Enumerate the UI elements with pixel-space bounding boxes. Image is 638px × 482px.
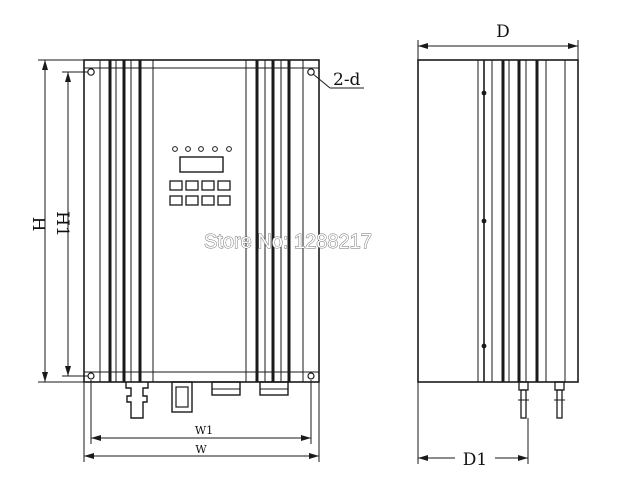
dimension-w1 <box>90 380 312 444</box>
indicator-leds <box>172 146 232 152</box>
dimension-h <box>38 59 84 383</box>
mount-hole-bottom-right <box>307 372 315 380</box>
label-height-inner: H1 <box>52 211 72 237</box>
store-watermark: Store No: 1288217 <box>204 231 372 253</box>
dimension-d1 <box>417 382 529 464</box>
side-heatsink-fins <box>491 60 566 382</box>
mount-hole-bottom-left <box>87 372 95 380</box>
mount-hole-top-left <box>87 68 95 76</box>
right-heatsink-fins <box>245 60 304 382</box>
dimension-h1 <box>62 71 88 377</box>
dimension-w <box>83 382 320 462</box>
side-view <box>417 40 579 464</box>
label-depth: D <box>496 22 510 42</box>
label-height: H <box>28 217 48 232</box>
lcd-display <box>179 156 224 173</box>
left-heatsink-fins <box>99 60 154 382</box>
dimension-d <box>417 40 579 60</box>
label-hole-note: 2-d <box>333 70 361 90</box>
label-width-inner: W1 <box>195 424 213 437</box>
hole-note-leader <box>312 73 364 89</box>
side-screw-bottom <box>481 343 487 349</box>
front-view <box>38 59 364 462</box>
keypad <box>169 180 231 206</box>
side-body-outline <box>417 59 579 383</box>
bottom-connectors <box>125 381 289 419</box>
label-depth-inner: D1 <box>463 450 487 470</box>
side-screw-middle <box>481 218 487 224</box>
side-connectors <box>518 381 565 419</box>
mount-hole-top-right <box>307 68 315 76</box>
front-body-outline <box>83 59 320 383</box>
side-screw-top <box>481 90 487 96</box>
label-width: W <box>195 443 207 456</box>
